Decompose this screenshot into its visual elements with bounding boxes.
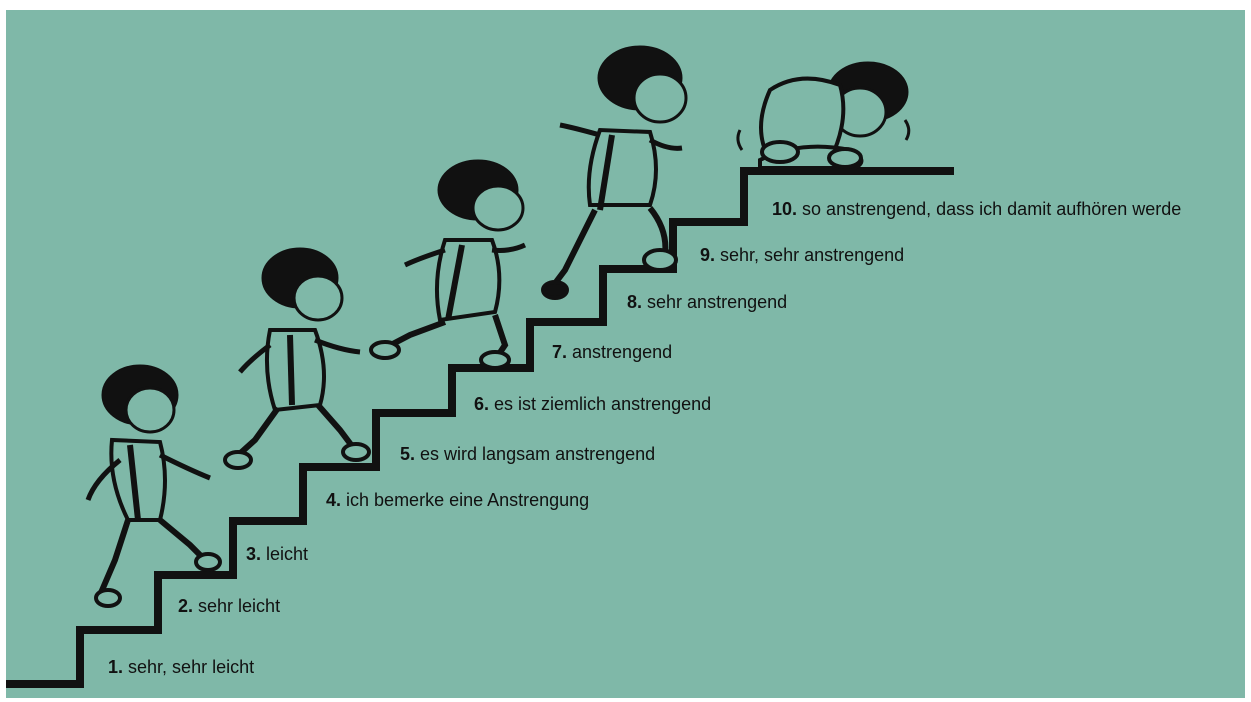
step-text: sehr anstrengend bbox=[647, 292, 788, 312]
climbing-child-figure-2 bbox=[223, 247, 371, 470]
scale-step-1: 1. sehr, sehr leicht bbox=[108, 658, 254, 676]
scale-step-9: 9. sehr, sehr anstrengend bbox=[700, 246, 904, 264]
step-number: 2. bbox=[178, 596, 194, 616]
step-number: 10. bbox=[772, 199, 798, 219]
step-number: 5. bbox=[400, 444, 416, 464]
scale-step-10: 10. so anstrengend, dass ich damit aufhö… bbox=[772, 200, 1181, 218]
climbing-child-figure-1 bbox=[85, 364, 222, 608]
scale-step-2: 2. sehr leicht bbox=[178, 597, 280, 615]
step-text: leicht bbox=[266, 544, 309, 564]
step-number: 4. bbox=[326, 490, 342, 510]
step-text: es ist ziemlich anstrengend bbox=[494, 394, 712, 414]
step-text: sehr, sehr anstrengend bbox=[720, 245, 905, 265]
scale-step-8: 8. sehr anstrengend bbox=[627, 293, 787, 311]
climbing-child-figure-3 bbox=[369, 159, 527, 370]
step-text: es wird langsam anstrengend bbox=[420, 444, 656, 464]
step-number: 9. bbox=[700, 245, 716, 265]
step-text: ich bemerke eine Anstrengung bbox=[346, 490, 590, 510]
scale-step-3: 3. leicht bbox=[246, 545, 308, 563]
step-text: anstrengend bbox=[572, 342, 673, 362]
step-text: sehr leicht bbox=[198, 596, 281, 616]
scale-step-5: 5. es wird langsam anstrengend bbox=[400, 445, 655, 463]
scale-step-6: 6. es ist ziemlich anstrengend bbox=[474, 395, 711, 413]
step-text: sehr, sehr leicht bbox=[128, 657, 255, 677]
exhausted-child-figure bbox=[736, 61, 911, 170]
scale-step-4: 4. ich bemerke eine Anstrengung bbox=[326, 491, 589, 509]
illustration-panel bbox=[6, 10, 1245, 698]
step-number: 3. bbox=[246, 544, 262, 564]
step-number: 8. bbox=[627, 292, 643, 312]
climbing-child-figure-4 bbox=[541, 45, 688, 300]
staircase bbox=[6, 167, 954, 688]
step-number: 1. bbox=[108, 657, 124, 677]
scale-step-7: 7. anstrengend bbox=[552, 343, 672, 361]
step-text: so anstrengend, dass ich damit aufhören … bbox=[802, 199, 1182, 219]
step-number: 7. bbox=[552, 342, 568, 362]
step-number: 6. bbox=[474, 394, 490, 414]
